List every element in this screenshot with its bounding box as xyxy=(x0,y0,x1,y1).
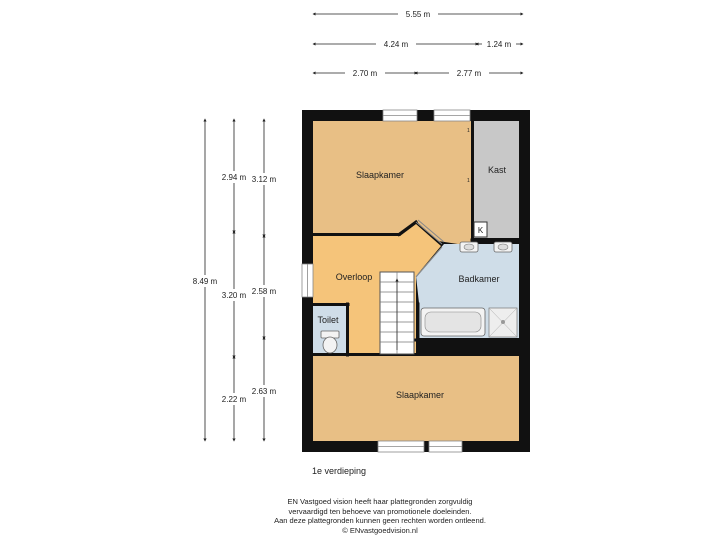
dim-mid-left: 2.70 m xyxy=(353,69,378,78)
toilet-bowl xyxy=(320,330,340,354)
room-label-slaapkamer-top: Slaapkamer xyxy=(356,170,404,180)
staircase xyxy=(379,271,415,355)
dim-left-b: 3.20 m xyxy=(222,291,247,300)
k-box xyxy=(473,221,488,238)
room-label-overloop: Overloop xyxy=(336,272,373,282)
room-label-toilet: Toilet xyxy=(317,315,339,325)
wall-mark-1: 1 xyxy=(467,128,470,134)
windows xyxy=(301,109,471,453)
bathtub xyxy=(420,307,486,337)
dim-right-c: 2.63 m xyxy=(252,387,277,396)
kast-floor xyxy=(474,121,519,238)
room-label-badkamer: Badkamer xyxy=(458,274,499,284)
disclaimer-line: © ENvastgoedvision.nl xyxy=(342,525,418,535)
disclaimer-line: EN Vastgoed vision heeft haar plattegron… xyxy=(287,497,473,506)
dim-left-c: 2.22 m xyxy=(222,395,247,404)
disclaimer: EN Vastgoed vision heeft haar plattegron… xyxy=(260,497,500,535)
k-box-label: K xyxy=(478,226,484,235)
sink-left xyxy=(459,241,479,253)
room-label-slaapkamer-bottom: Slaapkamer xyxy=(396,390,444,400)
disclaimer-line: Aan deze plattegronden kunnen geen recht… xyxy=(274,516,486,525)
disclaimer-line: vervaardigd ten behoeve van promotionele… xyxy=(288,506,472,516)
wall-mark-2: 1 xyxy=(467,178,470,184)
slaapkamer-bottom-floor xyxy=(313,356,519,441)
dim-right-b: 2.58 m xyxy=(252,287,277,296)
dim-top-right: 1.24 m xyxy=(487,40,512,49)
dim-mid-right: 2.77 m xyxy=(457,69,482,78)
dim-top-total: 5.55 m xyxy=(406,10,431,19)
room-label-kast: Kast xyxy=(488,165,507,175)
dim-top-left: 4.24 m xyxy=(384,40,409,49)
dim-right-a: 3.12 m xyxy=(252,175,277,184)
floor-label: 1e verdieping xyxy=(312,466,367,476)
interior-walls xyxy=(311,119,522,357)
sink-right xyxy=(493,241,513,253)
dim-left-a: 2.94 m xyxy=(222,173,247,182)
shower-tray xyxy=(488,307,518,338)
diagonal-door xyxy=(415,219,445,278)
slaapkamer-top-floor xyxy=(313,121,471,246)
dim-left-total: 8.49 m xyxy=(193,277,218,286)
